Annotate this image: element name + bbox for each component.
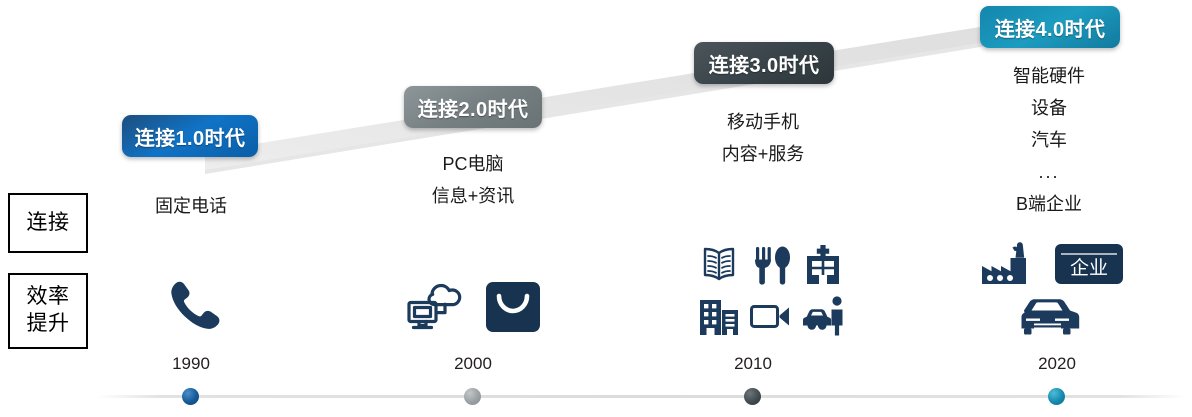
category-label-line: 连接 — [26, 210, 70, 234]
cloud-computer-icon — [407, 283, 462, 330]
hospital-icon — [807, 244, 839, 284]
description-line: 内容+服务 — [721, 144, 805, 165]
era-description-4: 智能硬件 设备 汽车 ... B端企业 — [968, 60, 1130, 220]
category-box-connect: 连接 — [8, 193, 88, 253]
era-description-1: 固定电话 — [110, 190, 272, 222]
era-description-3: 移动手机 内容+服务 — [682, 106, 844, 170]
description-line: 固定电话 — [155, 196, 227, 216]
description-line-ellipsis: ... — [1038, 162, 1060, 183]
timeline-dot-2[interactable] — [464, 388, 481, 405]
enterprise-card-icon: 企业 — [1055, 243, 1123, 284]
description-line: 智能硬件 — [1013, 66, 1085, 86]
era-badge-1[interactable]: 连接1.0时代 — [122, 115, 258, 157]
car-icon — [1021, 298, 1080, 334]
timeline-dot-4[interactable] — [1048, 388, 1065, 405]
timeline-dot-3[interactable] — [744, 388, 761, 405]
era-icons-4: 企业 — [962, 240, 1142, 340]
description-line: 信息+资讯 — [431, 186, 515, 207]
video-camera-icon — [750, 304, 789, 328]
timeline-axis — [96, 395, 1186, 398]
timeline-dot-1[interactable] — [182, 388, 199, 405]
era-badge-2[interactable]: 连接2.0时代 — [404, 86, 542, 128]
timeline-year-2020: 2020 — [1038, 354, 1076, 373]
era-badge-label: 连接1.0时代 — [134, 127, 246, 150]
description-line: PC电脑 — [442, 154, 504, 174]
office-buildings-icon — [700, 299, 738, 335]
era-description-2: PC电脑 信息+资讯 — [392, 148, 554, 212]
telephone-handset-icon — [171, 281, 220, 329]
category-label-line: 提升 — [26, 312, 70, 335]
era-icons-3 — [686, 240, 856, 340]
description-line: 移动手机 — [727, 112, 799, 132]
timeline-year-2000: 2000 — [454, 354, 492, 373]
open-book-icon — [703, 247, 735, 280]
timeline-year-2010: 2010 — [734, 354, 772, 373]
category-box-efficiency: 效率 提升 — [8, 273, 88, 349]
shopping-bag-icon — [486, 282, 540, 332]
description-line: 汽车 — [1031, 130, 1067, 151]
category-label-line: 效率 — [26, 285, 70, 309]
era-badge-label: 连接3.0时代 — [708, 54, 820, 77]
era-badge-label: 连接2.0时代 — [417, 98, 529, 121]
fork-spoon-icon — [755, 246, 790, 285]
era-icons-2 — [382, 268, 562, 342]
era-badge-label: 连接4.0时代 — [994, 18, 1106, 41]
era-badge-4[interactable]: 连接4.0时代 — [980, 6, 1120, 48]
factory-icon — [982, 241, 1026, 284]
enterprise-card-label: 企业 — [1070, 257, 1108, 279]
car-person-icon — [803, 295, 843, 335]
description-line: 设备 — [1031, 98, 1067, 119]
description-line: B端企业 — [1015, 194, 1082, 215]
era-icons-1 — [130, 268, 252, 342]
timeline-year-1990: 1990 — [172, 354, 210, 373]
era-badge-3[interactable]: 连接3.0时代 — [694, 42, 834, 84]
